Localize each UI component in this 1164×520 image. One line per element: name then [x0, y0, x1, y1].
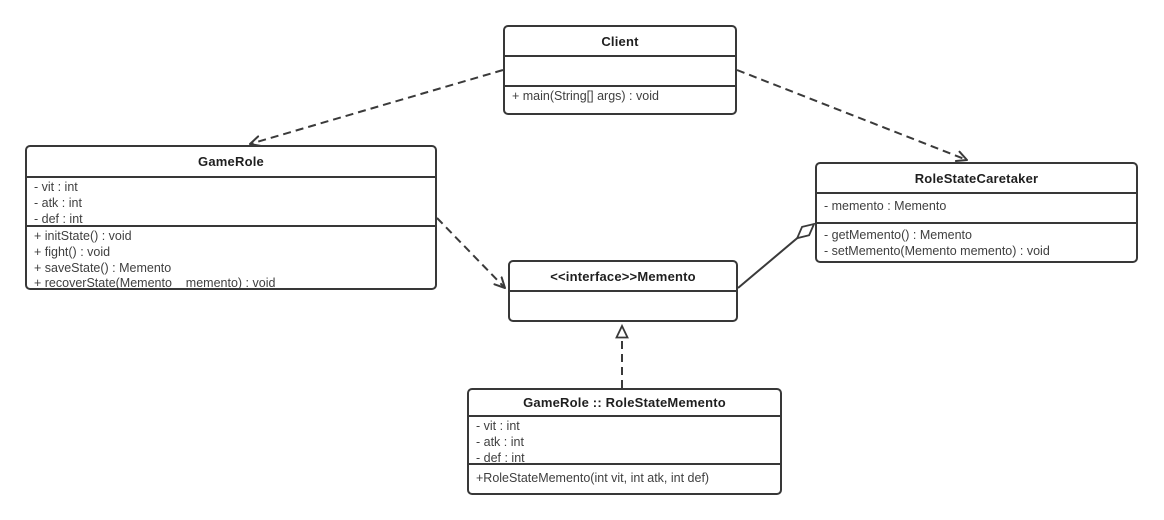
attribute-row: - vit : int	[34, 180, 78, 194]
attribute-row: - atk : int	[34, 195, 82, 210]
methods-section-role-state-caretaker: - getMemento() : Memento - setMemento(Me…	[817, 222, 1136, 261]
attributes-section-game-role: - vit : int - atk : int - def : int	[27, 176, 435, 225]
method-row: + main(String[] args) : void	[512, 89, 659, 103]
method-row: + recoverState(Memento memento) : void	[34, 276, 276, 288]
class-box-memento-interface: <<interface>>Memento	[508, 260, 738, 322]
method-row: + initState() : void	[34, 229, 132, 243]
method-row: + fight() : void	[34, 244, 111, 259]
dependency-client-caretaker	[736, 69, 968, 163]
method-row: - getMemento() : Memento	[824, 228, 972, 242]
body-section-memento-interface	[510, 290, 736, 320]
method-row: - setMemento(Memento memento) : void	[824, 243, 1050, 258]
methods-section-client: + main(String[] args) : void	[505, 85, 735, 113]
attribute-row: - def : int	[476, 450, 525, 463]
method-row: +RoleStateMemento(int vit, int atk, int …	[476, 471, 710, 485]
method-row: + saveState() : Memento	[34, 260, 172, 275]
attribute-row: - vit : int	[476, 419, 520, 433]
class-name-role-state-caretaker: RoleStateCaretaker	[914, 170, 1039, 186]
attributes-section-role-state-caretaker: - memento : Memento	[817, 192, 1136, 222]
class-name-game-role: GameRole	[198, 154, 264, 169]
methods-section-game-role: + initState() : void + fight() : void + …	[27, 225, 435, 288]
class-name-role-state-memento: GameRole :: RoleStateMemento	[523, 395, 726, 410]
methods-section-role-state-memento: +RoleStateMemento(int vit, int atk, int …	[469, 463, 780, 493]
class-name-memento-interface: <<interface>>Memento	[550, 268, 696, 284]
class-box-game-role: GameRole - vit : int - atk : int - def :…	[25, 145, 437, 290]
aggregation-caretaker-memento	[737, 224, 814, 289]
class-box-role-state-memento: GameRole :: RoleStateMemento - vit : int…	[467, 388, 782, 495]
class-name-client: Client	[601, 33, 639, 49]
dependency-gamerole-memento	[436, 217, 506, 289]
dependency-client-gamerole	[249, 69, 504, 147]
attributes-section-role-state-memento: - vit : int - atk : int - def : int	[469, 415, 780, 463]
attribute-row: - memento : Memento	[824, 199, 947, 213]
attributes-section-client	[505, 55, 735, 85]
class-box-role-state-caretaker: RoleStateCaretaker - memento : Memento -…	[815, 162, 1138, 263]
attribute-row: - atk : int	[476, 434, 524, 449]
class-box-client: Client + main(String[] args) : void	[503, 25, 737, 115]
attribute-row: - def : int	[34, 211, 83, 225]
